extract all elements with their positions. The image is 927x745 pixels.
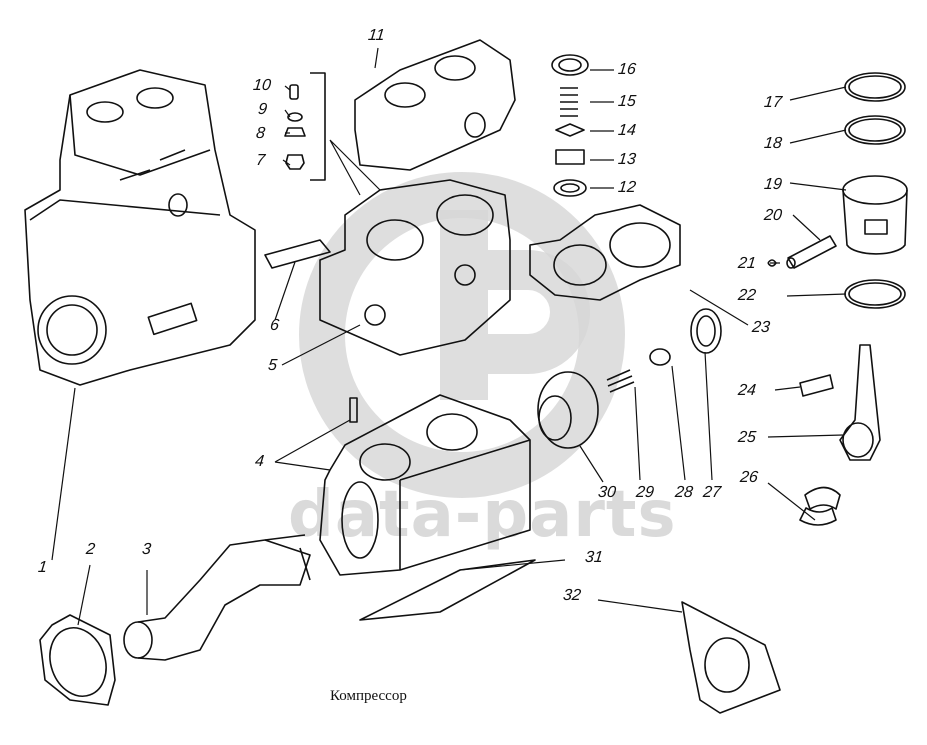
parts-27-30-gear-group <box>537 308 722 449</box>
part-19-piston <box>842 175 908 255</box>
label-part-18: 18 <box>763 135 783 152</box>
label-part-25: 25 <box>737 429 757 446</box>
part-5-cylinder-block <box>319 179 511 356</box>
label-part-17: 17 <box>763 94 783 111</box>
label-part-12: 12 <box>617 179 637 196</box>
label-part-22: 22 <box>737 287 757 304</box>
label-part-8: 8 <box>255 125 266 142</box>
label-part-10: 10 <box>252 77 272 94</box>
label-part-20: 20 <box>763 207 783 224</box>
part-31-base-gasket <box>359 559 536 621</box>
label-part-21: 21 <box>737 255 757 272</box>
label-part-4: 4 <box>254 453 265 470</box>
label-part-3: 3 <box>141 541 152 558</box>
label-part-28: 28 <box>674 484 694 501</box>
label-part-13: 13 <box>617 151 637 168</box>
label-part-26: 26 <box>739 469 759 486</box>
label-part-2: 2 <box>85 541 96 558</box>
label-part-15: 15 <box>617 93 637 110</box>
label-part-11: 11 <box>367 27 386 44</box>
watermark-text: data-parts <box>288 478 677 552</box>
label-part-9: 9 <box>257 101 268 118</box>
label-part-19: 19 <box>763 176 783 193</box>
part-3-crankshaft <box>123 534 311 661</box>
label-part-16: 16 <box>617 61 637 78</box>
leader-lines <box>51 47 847 626</box>
part-4-crankcase <box>319 394 531 576</box>
label-part-14: 14 <box>617 122 637 139</box>
part-6-plate-gasket <box>264 239 331 269</box>
label-part-24: 24 <box>737 382 757 399</box>
label-part-1: 1 <box>37 559 48 576</box>
label-part-29: 29 <box>635 484 655 501</box>
parts-12-16-valve-stack <box>551 54 589 197</box>
parts-17-18-22-rings <box>844 72 906 309</box>
label-part-32: 32 <box>562 587 582 604</box>
parts-24-26-rod <box>799 344 881 526</box>
label-part-31: 31 <box>584 549 604 566</box>
figure-caption: Компрессор <box>330 688 407 704</box>
label-part-5: 5 <box>267 357 278 374</box>
part-23-head-gasket <box>529 204 681 301</box>
part-11-cylinder-head <box>354 39 516 171</box>
label-part-30: 30 <box>597 484 617 501</box>
part-32-flange-gasket <box>681 601 781 714</box>
label-part-27: 27 <box>702 484 722 501</box>
parts-7-10-valve <box>284 72 326 181</box>
part-2-gasket-round <box>39 614 116 706</box>
label-part-7: 7 <box>255 152 266 169</box>
part-1-compressor-assembly <box>24 69 256 386</box>
label-part-23: 23 <box>751 319 771 336</box>
label-part-6: 6 <box>269 317 280 334</box>
